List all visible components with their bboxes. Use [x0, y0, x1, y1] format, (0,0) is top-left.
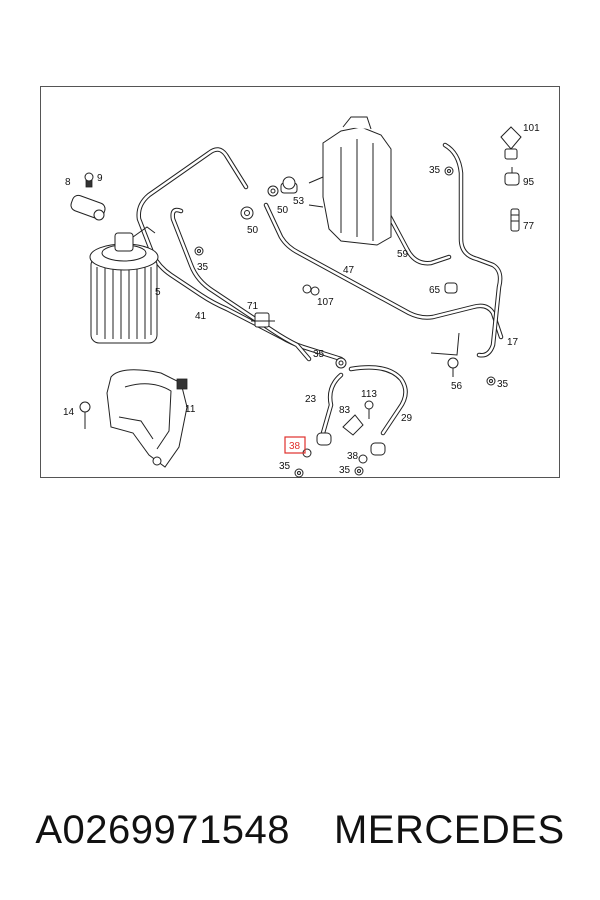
parts-diagram: 101 95 77 35 8 9 53 50 50 35 47 59 5 107… [40, 86, 560, 478]
callout-35-b: 35 [313, 349, 325, 360]
product-caption: A0269971548 MERCEDES [0, 800, 600, 860]
clamp-107 [302, 284, 320, 296]
callout-35-c: 35 [497, 379, 509, 390]
callout-56: 56 [451, 381, 463, 392]
brand-name: MERCEDES [333, 807, 565, 852]
callout-47: 47 [343, 265, 355, 276]
callout-labels: 101 95 77 35 8 9 53 50 50 35 47 59 5 107… [63, 123, 540, 476]
bracket-11 [106, 369, 188, 468]
callout-23: 23 [305, 394, 317, 405]
fuel-system-exploded-view: 101 95 77 35 8 9 53 50 50 35 47 59 5 107… [63, 116, 540, 478]
callout-59: 59 [397, 249, 409, 260]
fitting-8 [70, 176, 106, 221]
fuel-pump-59 [308, 116, 392, 246]
valve-101 [500, 126, 522, 160]
bolt-113 [364, 400, 374, 419]
callout-5: 5 [155, 287, 161, 298]
callout-95: 95 [523, 177, 535, 188]
callout-29: 29 [401, 413, 413, 424]
callout-35-a: 35 [197, 262, 209, 273]
callout-77: 77 [523, 221, 535, 232]
fuel-line-23 [320, 372, 344, 436]
screw-9 [84, 172, 94, 182]
callout-38-highlighted: 38 [289, 441, 301, 452]
fitting-38b [358, 442, 386, 464]
seal-35-c [486, 376, 496, 386]
bolt-56 [430, 332, 460, 377]
part-number: A0269971548 [35, 807, 290, 852]
clip-71 [251, 312, 275, 328]
callout-107: 107 [317, 297, 334, 308]
fuel-line-upper [263, 202, 504, 340]
seal-35-d [294, 468, 304, 478]
callout-113: 113 [361, 389, 377, 400]
seal-50b [240, 206, 254, 220]
seal-35-tr [444, 166, 454, 176]
callout-101: 101 [523, 123, 540, 134]
connector-95 [504, 167, 520, 186]
callout-65: 65 [429, 285, 441, 296]
callout-83: 83 [339, 405, 351, 416]
fitting-38-highlighted [302, 432, 332, 458]
seal-35-a [194, 246, 204, 256]
callout-35-tr: 35 [429, 165, 441, 176]
sensor-77 [510, 208, 520, 232]
callout-53: 53 [293, 196, 305, 207]
banjo-bolt-53 [280, 176, 298, 194]
bracket-83 [342, 414, 364, 436]
bolt-14 [79, 401, 91, 429]
callout-50a: 50 [277, 205, 289, 216]
callout-9: 9 [97, 173, 103, 184]
fuel-line-41 [170, 207, 312, 362]
callout-14: 14 [63, 407, 75, 418]
callout-71: 71 [247, 301, 259, 312]
callout-11: 11 [185, 404, 196, 415]
callout-50b: 50 [247, 225, 259, 236]
callout-35-e: 35 [339, 465, 351, 476]
seal-35-e [354, 466, 364, 476]
fuel-filter-5 [89, 226, 159, 344]
callout-41: 41 [195, 311, 207, 322]
callout-35-d: 35 [279, 461, 291, 472]
connector-65 [444, 282, 458, 294]
callout-38b: 38 [347, 451, 359, 462]
seal-50a [267, 185, 279, 197]
fuel-line-29 [348, 365, 408, 436]
highlight-box-38 [284, 436, 306, 454]
seal-35-b [335, 357, 347, 369]
fuel-line-47 [136, 147, 344, 362]
callout-17: 17 [507, 337, 519, 348]
fuel-line-17 [442, 142, 503, 358]
callout-8: 8 [65, 177, 71, 188]
